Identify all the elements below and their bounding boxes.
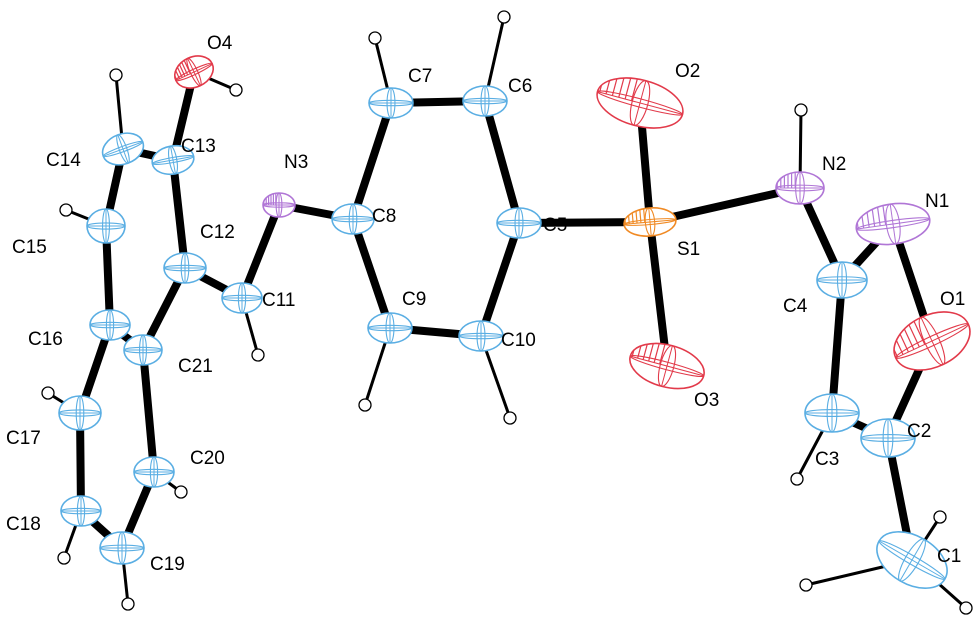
atom-c6 (463, 86, 507, 116)
atom-c15-label: C15 (12, 237, 47, 258)
hydrogen-atom-c11 (252, 349, 264, 361)
atom-s1-label: S1 (677, 239, 700, 260)
bond-c20-c21 (143, 350, 154, 472)
bond-c8-c7 (353, 103, 391, 219)
bond-c13-c12 (173, 160, 185, 268)
hydrogen-atom-c14 (110, 69, 122, 81)
atom-c7-label: C7 (408, 66, 432, 87)
atom-c18 (61, 496, 101, 526)
atom-c21-label: C21 (178, 356, 213, 377)
atom-c9 (368, 313, 412, 343)
atom-c20-label: C20 (190, 448, 225, 469)
atom-c9-label: C9 (402, 289, 426, 310)
hydrogen-atom-n2 (795, 104, 807, 116)
atom-c19 (100, 532, 144, 564)
atom-o2-label: O2 (675, 61, 700, 82)
hydrogen-atom-c15 (60, 204, 72, 216)
atom-c10-label: C10 (501, 330, 536, 351)
atom-c17-label: C17 (6, 428, 41, 449)
atom-c14 (98, 128, 148, 171)
atom-o2 (592, 69, 689, 136)
atom-n3-label: N3 (284, 152, 308, 173)
atom-c4-label: C4 (783, 296, 808, 317)
atom-o4 (170, 50, 219, 94)
atom-s1 (623, 206, 677, 238)
atom-c5-label: C5 (543, 215, 567, 236)
atom-c16-label: C16 (28, 329, 63, 350)
atom-c3 (805, 394, 859, 432)
atom-n2 (776, 172, 824, 204)
atom-c8-label: C8 (372, 206, 396, 227)
atom-c11-label: C11 (262, 290, 295, 311)
atom-c6-label: C6 (508, 76, 532, 97)
hydrogen-atom-c9 (359, 399, 371, 411)
atom-n2-label: N2 (822, 154, 846, 175)
atom-c1-label: C1 (937, 546, 961, 567)
atom-n3 (263, 193, 295, 217)
hydrogen-atom-c20 (175, 486, 187, 498)
atom-c12-label: C12 (200, 222, 235, 243)
atom-c2-label: C2 (907, 421, 931, 442)
hydrogen-atom-c17 (42, 387, 54, 399)
atom-c8 (332, 204, 374, 234)
atom-c4 (817, 262, 867, 298)
atom-c18-label: C18 (6, 514, 41, 535)
atom-c12 (164, 253, 206, 283)
atom-o3-label: O3 (694, 390, 719, 411)
hydrogen-atom-c18 (58, 552, 70, 564)
atom-n1-label: N1 (925, 191, 949, 212)
atom-o4-label: O4 (207, 33, 233, 54)
atom-c7 (369, 88, 413, 118)
hydrogen-atom-c7 (369, 32, 381, 44)
atom-c14-label: C14 (46, 150, 81, 171)
atom-c11 (222, 283, 262, 313)
atom-c21 (124, 335, 162, 365)
atom-c19-label: C19 (150, 554, 185, 575)
atom-c16 (90, 310, 130, 340)
atom-c20 (134, 457, 174, 487)
atom-o1-label: O1 (940, 289, 965, 310)
atom-c17 (59, 396, 101, 430)
atom-c15 (87, 209, 125, 243)
bond-c3-c4 (832, 280, 842, 413)
atom-n1 (854, 199, 933, 249)
hydrogen-atom-c1 (800, 579, 812, 591)
hydrogen-atom-o4 (230, 84, 242, 96)
atom-c3-label: C3 (815, 449, 839, 470)
hydrogen-atom-c1 (960, 602, 972, 614)
bond-c5-c10 (481, 223, 519, 336)
atom-o1 (885, 301, 979, 382)
bond-c9-c8 (353, 219, 390, 328)
atom-c10 (459, 321, 503, 351)
atom-o3 (625, 336, 709, 396)
hydrogen-atom-c6 (498, 11, 510, 23)
atom-c5 (497, 208, 541, 238)
hydrogen-atom-c10 (504, 412, 516, 424)
bond-c6-c5 (485, 101, 519, 223)
hydrogen-atom-c19 (122, 598, 134, 610)
atom-c13-label: C13 (181, 136, 216, 157)
hydrogen-atom-c3 (791, 473, 803, 485)
hydrogen-atom-c1 (934, 511, 946, 523)
